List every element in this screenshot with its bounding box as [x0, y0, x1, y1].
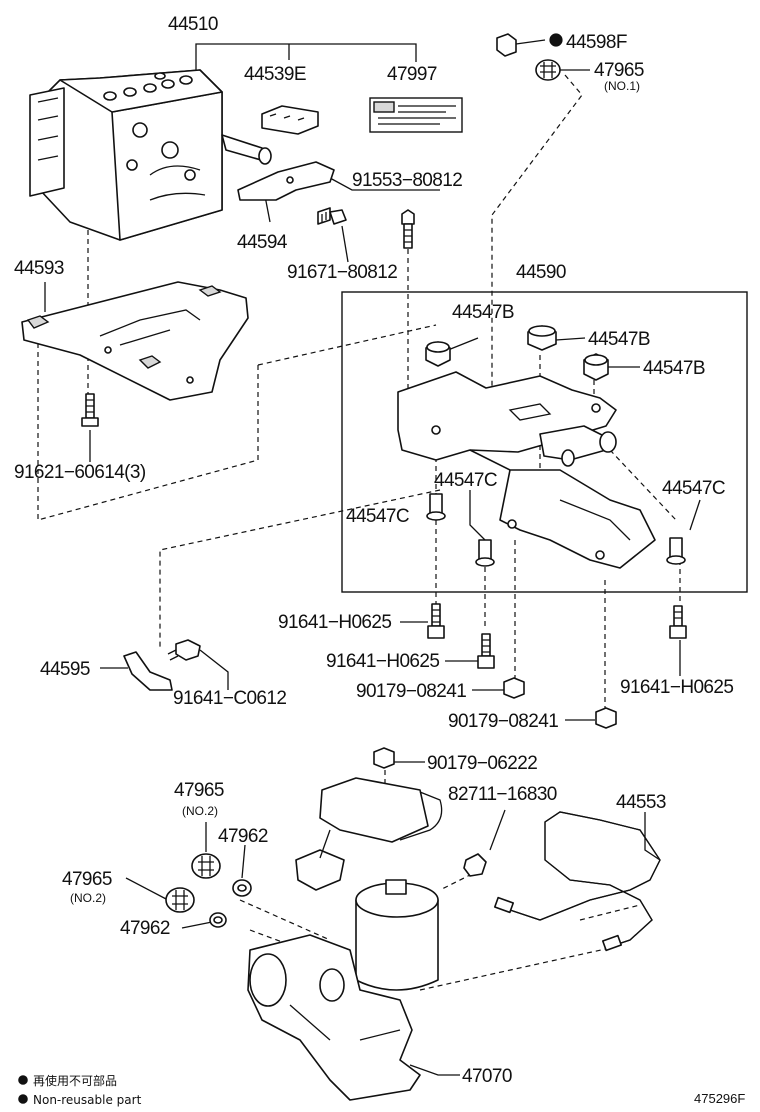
cap-47965-no2-b [165, 887, 195, 913]
label-90179-06222: 90179−06222 [427, 753, 537, 774]
legend-line-japanese: 再使用不可部品 [33, 1073, 117, 1088]
label-44510: 44510 [168, 14, 218, 35]
bracket-assembly-box [341, 291, 748, 593]
cap-47965-no2-a [191, 853, 221, 879]
bolt-91621 [81, 393, 99, 427]
label-44547b-1: 44547B [452, 302, 514, 323]
label-91621: 91621−60614(3) [14, 462, 146, 483]
leader-lines [37, 39, 701, 1076]
cap-47965-no1 [535, 59, 561, 81]
label-47070: 47070 [462, 1066, 512, 1087]
label-no2-b: (NO.2) [70, 891, 106, 905]
legend-line-english: Non-reusable part [33, 1093, 142, 1107]
label-91641-h0625-1: 91641−H0625 [278, 612, 391, 633]
wire-44553 [493, 811, 661, 952]
label-44553: 44553 [616, 792, 666, 813]
figure-code: 475296F [694, 1091, 745, 1106]
label-82711: 82711−16830 [448, 784, 557, 805]
bolt-91641-h0625-2 [477, 633, 495, 669]
label-44547b-3: 44547B [643, 358, 705, 379]
label-91641-c0612: 91641−C0612 [173, 688, 286, 709]
bracket-44593 [21, 281, 249, 401]
bracket-44595 [123, 651, 173, 691]
collar-44547c-3 [666, 537, 686, 565]
part-labels: 44510 44539E 47997 44598F 47965 (NO.1) 9… [14, 14, 734, 1087]
label-91553: 91553−80812 [352, 170, 462, 191]
label-44547b-2: 44547B [588, 329, 650, 350]
label-no2-a: (NO.2) [182, 804, 218, 818]
bolt-91553 [401, 209, 415, 249]
label-47965-no2-a: 47965 [174, 780, 224, 801]
collar-44547c-2 [475, 539, 495, 567]
non-reusable-dot-icon-2 [18, 1094, 28, 1104]
bolt-91671 [317, 207, 347, 225]
label-44595: 44595 [40, 659, 90, 680]
label-90179-08241-2: 90179−08241 [448, 711, 558, 732]
label-44547c-1: 44547C [434, 470, 497, 491]
insulator-44547b-3 [583, 353, 609, 381]
label-47962-2: 47962 [120, 918, 170, 939]
insulator-44547b-1 [425, 341, 451, 367]
label-91641-h0625-3: 91641−H0625 [620, 677, 733, 698]
connector-44539e [261, 105, 319, 135]
non-reusable-dot-icon [18, 1075, 28, 1085]
bracket-44594 [237, 161, 335, 201]
nut-90179-08241-2 [595, 707, 617, 729]
label-plate-47997 [369, 97, 463, 133]
abs-actuator-housing [29, 69, 272, 241]
label-44594: 44594 [237, 232, 288, 253]
label-47962-1: 47962 [218, 826, 268, 847]
cap-44598f [496, 33, 563, 57]
pump-motor-47070 [247, 777, 443, 1101]
ring-47962-b [209, 912, 227, 928]
insulator-44547b-2 [527, 325, 557, 351]
label-91671: 91671−80812 [287, 262, 397, 283]
legend: 再使用不可部品 Non-reusable part [18, 1073, 142, 1107]
label-47997: 47997 [387, 64, 437, 85]
collar-44547c-1 [426, 493, 446, 521]
ring-47962-a [232, 879, 252, 897]
label-44598f: 44598F [566, 32, 627, 53]
clip-82711 [463, 853, 487, 877]
label-47965-no1: 47965 [594, 60, 644, 81]
bolt-91641-h0625-3 [669, 605, 687, 639]
label-44590: 44590 [516, 262, 566, 283]
bolt-90179-06222 [373, 747, 395, 769]
nut-90179-08241-1 [503, 677, 525, 699]
label-44539e: 44539E [244, 64, 306, 85]
label-44547c-3: 44547C [346, 506, 409, 527]
label-no1: (NO.1) [604, 79, 640, 93]
label-91641-h0625-2: 91641−H0625 [326, 651, 439, 672]
label-90179-08241-1: 90179−08241 [356, 681, 466, 702]
bolt-91641-h0625-1 [427, 603, 445, 639]
label-44593: 44593 [14, 258, 64, 279]
label-44547c-2: 44547C [662, 478, 725, 499]
label-47965-no2-b: 47965 [62, 869, 112, 890]
bolt-91641-c0612 [167, 639, 201, 661]
bracket-44590 [397, 371, 656, 569]
